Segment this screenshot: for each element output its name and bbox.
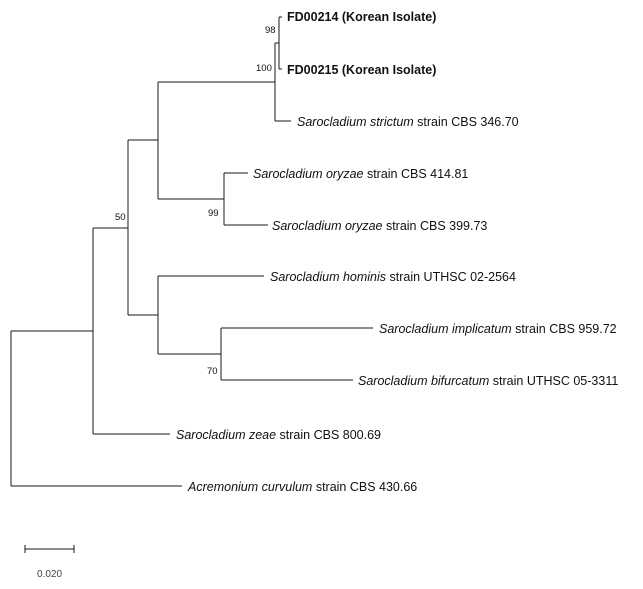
taxon-sarocladium-oryzae-414: Sarocladium oryzae strain CBS 414.81 — [253, 167, 468, 181]
scale-bar-label: 0.020 — [37, 569, 62, 580]
scale-bar: 0.020 — [24, 545, 75, 580]
taxon-sarocladium-bifurcatum: Sarocladium bifurcatum strain UTHSC 05-3… — [358, 374, 618, 388]
taxon-fd00214: FD00214 (Korean Isolate) — [287, 10, 436, 24]
taxon-sarocladium-oryzae-399: Sarocladium oryzae strain CBS 399.73 — [272, 219, 487, 233]
support-value-99: 99 — [208, 208, 219, 219]
taxon-labels: FD00214 (Korean Isolate) FD00215 (Korean… — [176, 10, 618, 494]
taxon-sarocladium-strictum: Sarocladium strictum strain CBS 346.70 — [297, 115, 519, 129]
support-value-100: 100 — [256, 63, 272, 74]
taxon-sarocladium-implicatum: Sarocladium implicatum strain CBS 959.72 — [379, 322, 617, 336]
taxon-sarocladium-hominis: Sarocladium hominis strain UTHSC 02-2564 — [270, 270, 516, 284]
support-value-98: 98 — [265, 25, 276, 36]
taxon-fd00215: FD00215 (Korean Isolate) — [287, 63, 436, 77]
tree-branches — [10, 16, 373, 487]
support-value-70: 70 — [207, 366, 218, 377]
support-values: 98 100 99 50 70 — [115, 25, 276, 377]
taxon-sarocladium-zeae: Sarocladium zeae strain CBS 800.69 — [176, 428, 381, 442]
support-value-50: 50 — [115, 212, 126, 223]
taxon-acremonium-curvulum: Acremonium curvulum strain CBS 430.66 — [187, 480, 417, 494]
